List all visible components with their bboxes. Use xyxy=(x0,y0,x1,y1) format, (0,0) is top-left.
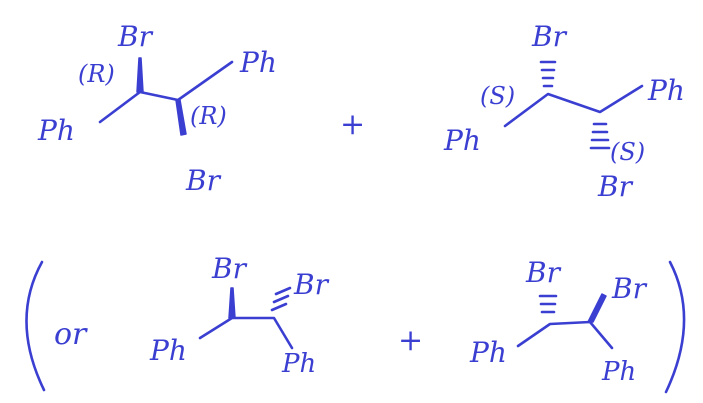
alt1-br-1: Br xyxy=(211,252,248,285)
or-text: or xyxy=(54,317,88,352)
alt1-wedge xyxy=(228,287,236,319)
ss-br-top: Br xyxy=(531,20,568,53)
rr-wedge-up xyxy=(136,57,144,93)
alt1-ph-left: Ph xyxy=(149,334,187,367)
alt1-ph-right: Ph xyxy=(281,349,316,379)
product-rr: Ph Ph Br Br (R) (R) xyxy=(37,20,277,197)
rr-ph-right: Ph xyxy=(239,46,277,79)
ss-ph-right: Ph xyxy=(647,74,685,107)
alt1-br-2: Br xyxy=(293,268,330,301)
ss-br-bottom: Br xyxy=(597,170,634,203)
rr-stereo-1: (R) xyxy=(78,60,115,88)
alt-structure-2: Ph Ph Br Br xyxy=(469,256,648,387)
rr-ph-left: Ph xyxy=(37,114,75,147)
alt2-ph-right: Ph xyxy=(601,357,636,387)
rr-skeleton xyxy=(98,60,234,124)
alt2-hash xyxy=(538,294,558,314)
alt2-br-1: Br xyxy=(525,256,562,289)
alt-structure-1: Ph Ph Br Br xyxy=(149,252,330,379)
rr-br-top: Br xyxy=(117,20,154,53)
alternative-products: or Ph Ph Br Br + Ph Ph Br Br xyxy=(25,252,686,394)
plus-sign-bottom: + xyxy=(398,323,423,358)
paren-left xyxy=(25,260,46,392)
alt2-skeleton xyxy=(516,320,614,350)
rr-br-bottom: Br xyxy=(185,164,222,197)
alt2-ph-left: Ph xyxy=(469,336,507,369)
alt1-hash xyxy=(270,286,292,312)
paren-right xyxy=(664,260,686,394)
ss-hash-down xyxy=(589,122,611,150)
rr-wedge-down xyxy=(175,99,187,136)
ss-ph-left: Ph xyxy=(443,124,481,157)
ss-hash-up xyxy=(539,60,557,88)
alt2-wedge xyxy=(587,293,607,323)
ss-stereo-1: (S) xyxy=(480,82,515,110)
ss-skeleton xyxy=(503,84,644,128)
alt2-br-2: Br xyxy=(611,272,648,305)
plus-sign-top: + xyxy=(340,107,365,142)
rr-stereo-2: (R) xyxy=(190,102,227,130)
ss-stereo-2: (S) xyxy=(610,138,645,166)
product-ss: Ph Ph Br Br (S) (S) xyxy=(443,20,685,203)
alt1-skeleton xyxy=(198,316,294,350)
